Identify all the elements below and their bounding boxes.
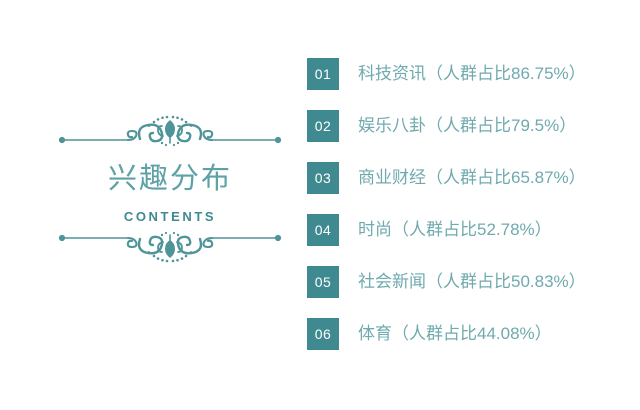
- list-item[interactable]: 03 商业财经（人群占比65.87%）: [307, 162, 607, 194]
- page-title: 兴趣分布: [107, 163, 232, 195]
- title-block: 兴趣分布 CONTENTS: [50, 110, 290, 270]
- list-item[interactable]: 04 时尚（人群占比52.78%）: [307, 214, 607, 246]
- item-number-badge: 03: [307, 162, 339, 194]
- item-number-badge: 01: [307, 58, 339, 90]
- item-label: 体育（人群占比44.08%）: [358, 324, 552, 343]
- item-number-badge: 06: [307, 318, 339, 350]
- flourish-ornament-divider-top: [50, 114, 290, 150]
- item-number-badge: 05: [307, 266, 339, 298]
- item-label: 商业财经（人群占比65.87%）: [358, 168, 586, 187]
- list-item[interactable]: 06 体育（人群占比44.08%）: [307, 318, 607, 350]
- item-number-badge: 02: [307, 110, 339, 142]
- interest-distribution-list: 01 科技资讯（人群占比86.75%） 02 娱乐八卦（人群占比79.5%） 0…: [307, 58, 607, 350]
- list-item[interactable]: 05 社会新闻（人群占比50.83%）: [307, 266, 607, 298]
- item-label: 时尚（人群占比52.78%）: [358, 220, 552, 239]
- list-item[interactable]: 02 娱乐八卦（人群占比79.5%）: [307, 110, 607, 142]
- item-number-badge: 04: [307, 214, 339, 246]
- page-subtitle: CONTENTS: [123, 209, 217, 224]
- item-label: 社会新闻（人群占比50.83%）: [358, 272, 586, 291]
- flourish-ornament-divider-bottom: [50, 228, 290, 264]
- item-label: 娱乐八卦（人群占比79.5%）: [358, 116, 577, 135]
- list-item[interactable]: 01 科技资讯（人群占比86.75%）: [307, 58, 607, 90]
- item-label: 科技资讯（人群占比86.75%）: [358, 64, 586, 83]
